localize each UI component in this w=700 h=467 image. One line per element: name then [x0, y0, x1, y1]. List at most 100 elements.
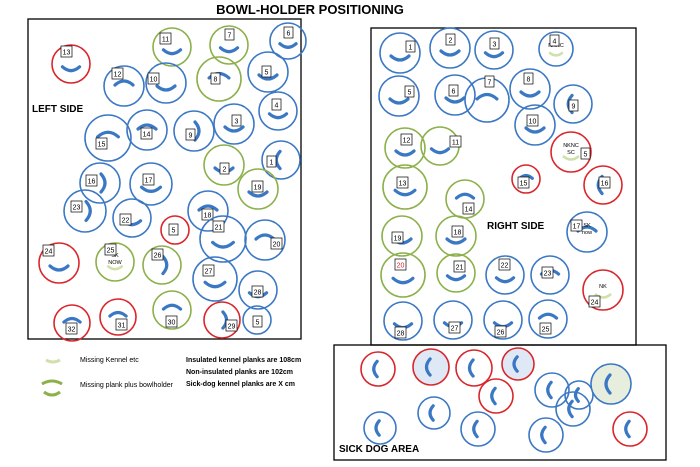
bowl-holder-icon [278, 42, 298, 49]
kennel-number: 5 [584, 151, 588, 158]
kennel-number: 5 [265, 69, 269, 76]
kennel-number: 19 [394, 235, 402, 242]
kennel-ring [160, 215, 190, 245]
kennel-number: 18 [454, 229, 462, 236]
kennel-number: 32 [68, 326, 76, 333]
kennel-ring [566, 211, 608, 253]
bowl-holder-icon [391, 276, 415, 285]
kennel-number: 22 [501, 262, 509, 269]
kennel-ring [152, 27, 192, 67]
kennel-number: 14 [143, 131, 151, 138]
kennel-number: 9 [572, 103, 576, 110]
right-kennel: 23 [530, 255, 570, 295]
kennel-ring [126, 109, 168, 151]
kennel-number: 17 [145, 177, 153, 184]
bowl-holder-icon [445, 237, 467, 245]
bowl-holder-icon [467, 358, 475, 378]
left-kennel: 15 [84, 114, 132, 162]
kennel-number: 16 [88, 178, 96, 185]
kennel-number-box [271, 98, 282, 111]
bowl-holder-icon [540, 425, 547, 445]
kennel-number-box [580, 147, 591, 160]
kennel-ring [530, 255, 570, 295]
left-kennel: 11 [152, 27, 192, 67]
kennel-number: 8 [214, 76, 218, 83]
kennel-ring [550, 131, 592, 173]
right-kennel: 1 [379, 32, 421, 74]
right-kennel: 2 [429, 27, 471, 69]
left-kennel: 6 [269, 22, 307, 60]
bowl-holder-icon [372, 359, 379, 379]
kennel-ring [429, 27, 471, 69]
bowl-holder-icon [393, 188, 417, 197]
right-kennel: NKNC4 [538, 31, 574, 67]
kennel-number: 20 [273, 241, 281, 248]
missing-kennel-icon [594, 293, 612, 299]
sick-kennel [555, 391, 591, 427]
kennel-ring [187, 190, 229, 232]
kennel-ring [51, 44, 91, 84]
bowl-holder-icon [193, 120, 201, 142]
right-kennel: 6 [434, 74, 476, 116]
right-kennel: 11 [420, 126, 462, 166]
missing-kennel-icon [548, 51, 564, 57]
kennel-number-box [111, 67, 124, 80]
kennel-number-box [140, 127, 153, 140]
left-kennel: 27 [192, 256, 238, 302]
right-kennel: 13 [382, 164, 428, 210]
sick-kennel [460, 411, 496, 447]
sick-kennel [564, 380, 594, 410]
legend-non-insulated: Non-insulated planks are 102cm [186, 369, 293, 376]
bowl-holder-icon [445, 274, 467, 282]
bowl-holder-icon [490, 386, 497, 406]
bowl-holder-icon [374, 419, 381, 437]
left-kennel: 29 [203, 301, 241, 339]
bowl-holder-icon [546, 380, 553, 400]
kennel-number: 21 [456, 264, 464, 271]
right-kennel: 28 [383, 301, 423, 341]
kennel-number-box [70, 200, 83, 213]
kennel-number: 3 [235, 118, 239, 125]
kennel-number: 26 [154, 252, 162, 259]
kennel-number-box [224, 28, 235, 41]
bowl-holder-icon [624, 419, 631, 439]
kennel-ring [384, 127, 426, 169]
kennel-number: 22 [122, 217, 130, 224]
kennel-number-box [517, 176, 530, 189]
kennel-number: 11 [162, 36, 169, 43]
kennel-number: 12 [114, 71, 122, 78]
sick-dog-area-label: SICK DOG AREA [339, 444, 419, 455]
kennel-ring [261, 140, 301, 180]
kennel-number: 14 [465, 206, 473, 213]
kennel-ring [612, 411, 648, 447]
kennel-number: 27 [205, 268, 213, 275]
kennel-number: 10 [529, 118, 537, 125]
kennel-number-box [570, 219, 583, 232]
left-kennel: 26 [142, 245, 182, 285]
kennel-ring [460, 411, 496, 447]
kennel-number-box [85, 174, 98, 187]
right-kennel: 22 [485, 255, 525, 295]
left-kennel: 10 [145, 62, 187, 104]
kennel-number-box [261, 65, 272, 78]
kennel-note: SK [583, 223, 591, 229]
kennel-ring [203, 301, 241, 339]
bowl-holder-icon [84, 199, 92, 223]
missing-plank-icon [41, 379, 63, 386]
left-side-label: LEFT SIDE [32, 104, 83, 115]
kennel-number-box [451, 225, 464, 238]
kennel-number-box [168, 223, 179, 236]
kennel-number-box [400, 133, 413, 146]
kennel-number: 19 [254, 184, 262, 191]
left-kennel: 3 [213, 103, 255, 145]
kennel-note: NK [599, 284, 607, 290]
kennel-number: 31 [118, 322, 126, 329]
bowl-holder-icon [136, 123, 158, 131]
bowl-holder-icon [444, 96, 466, 104]
right-side-label: RIGHT SIDE [487, 221, 545, 232]
kennel-ring [528, 417, 564, 453]
kennel-number: 24 [45, 248, 53, 255]
bowl-holder-icon [197, 204, 219, 212]
